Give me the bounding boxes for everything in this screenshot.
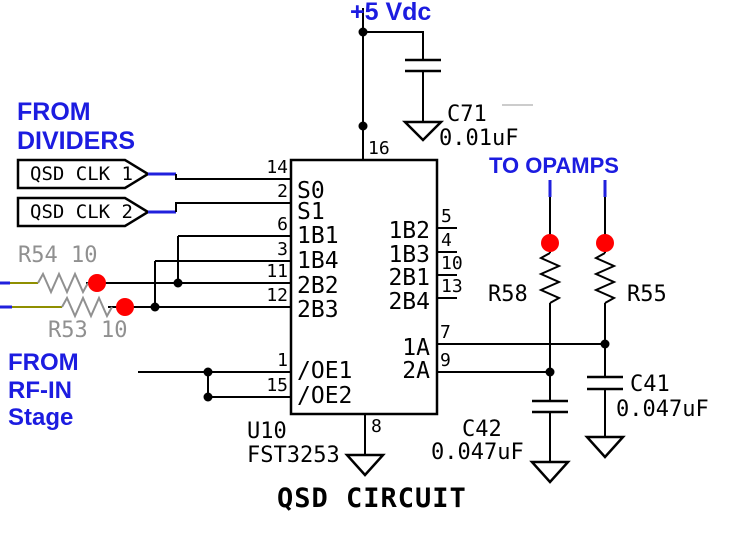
r53-value: 10 (101, 318, 128, 343)
pin-name-1b1: 1B1 (297, 223, 339, 249)
pin-number-7: 7 (440, 322, 451, 343)
c42-capacitor-symbol (529, 372, 571, 484)
pin-number-5: 5 (441, 206, 452, 227)
r54-resistor-symbol (0, 271, 106, 295)
to-opamps-label: TO OPAMPS (489, 153, 619, 178)
pin-number-10: 10 (441, 253, 463, 274)
power-label: +5 Vdc (350, 0, 432, 26)
r54-ref: R54 (18, 243, 58, 268)
from-dividers-label: FROM DIVIDERS (17, 98, 136, 155)
c41-capacitor-symbol (584, 375, 626, 459)
pin-name-1b2: 1B2 (388, 218, 430, 244)
pin-number-2: 2 (277, 181, 288, 202)
r53-resistor-symbol (0, 295, 134, 319)
r54-label: R54 10 (18, 243, 98, 268)
pin-name-2b3: 2B3 (297, 297, 339, 323)
pin-number-9: 9 (440, 350, 451, 371)
r58-resistor-symbol (538, 180, 562, 372)
qsd-clk1-label: QSD CLK 1 (30, 163, 133, 185)
nc-pin-stubs (437, 227, 457, 299)
from-rf-in-label: FROM RF-IN Stage (8, 349, 79, 432)
c42-ref: C42 (462, 417, 502, 442)
c71-value: 0.01uF (439, 126, 519, 151)
r58-label: R58 (488, 282, 528, 307)
pin-number-13: 13 (441, 276, 463, 297)
pin-name-2b2: 2B2 (297, 273, 339, 299)
c41-value: 0.047uF (616, 397, 709, 422)
pin-number-1: 1 (277, 350, 288, 371)
power-rail-wire (358, 8, 424, 160)
pin-name-oe1: /OE1 (297, 358, 353, 384)
pin-name-s0: S0 (297, 178, 325, 204)
pin-name-s1: S1 (297, 199, 325, 225)
b-input-wires (86, 235, 291, 312)
pin8-ground-symbol (344, 414, 386, 477)
output-wires (437, 339, 610, 377)
qsd-clk1-flag (16, 158, 291, 190)
pin-name-oe2: /OE2 (297, 383, 353, 409)
schematic-title: QSD CIRCUIT (277, 483, 467, 514)
pin-number-15: 15 (266, 375, 288, 396)
pin-name-1b3: 1B3 (388, 242, 430, 268)
ic-part-number: FST3253 (247, 443, 340, 468)
c71-ref: C71 (447, 102, 487, 127)
pin-number-11: 11 (266, 261, 288, 282)
oe-enable-wires (138, 367, 291, 402)
pin-number-4: 4 (441, 230, 452, 251)
c41-ref: C41 (630, 372, 670, 397)
r54-value: 10 (71, 243, 98, 268)
r55-resistor-symbol (593, 180, 617, 377)
qsd-clk2-label: QSD CLK 2 (30, 201, 133, 223)
pin-name-2b4: 2B4 (388, 289, 430, 315)
pin-number-3: 3 (277, 239, 288, 260)
pin-name-1b4: 1B4 (297, 248, 339, 274)
pin-name-1a: 1A (402, 335, 430, 361)
c71-capacitor-symbol (405, 58, 441, 122)
pin16-number: 16 (368, 138, 390, 159)
pin-number-14: 14 (266, 157, 288, 178)
ic-ref: U10 (247, 419, 287, 444)
r53-ref: R53 (48, 318, 88, 343)
r55-label: R55 (627, 282, 667, 307)
pin-name-2a: 2A (402, 358, 430, 384)
c71-ground-symbol (401, 120, 445, 142)
pin-number-8: 8 (371, 416, 382, 437)
c42-value: 0.047uF (431, 440, 524, 465)
r53-label: R53 10 (48, 318, 128, 343)
qsd-clk2-flag (16, 196, 291, 228)
pin-name-2b1: 2B1 (388, 265, 430, 291)
ic-body (289, 158, 439, 416)
pin-number-12: 12 (266, 285, 288, 306)
pin-number-6: 6 (277, 214, 288, 235)
